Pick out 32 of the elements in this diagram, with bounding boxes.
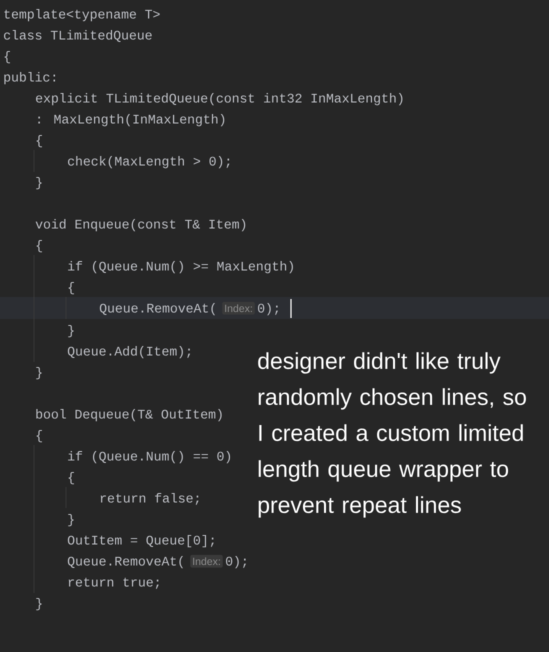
- code-line: }: [36, 598, 42, 610]
- code-line: {: [36, 240, 42, 252]
- code-line: check(MaxLength > 0);: [68, 156, 230, 168]
- code-line: : MaxLength(InMaxLength): [38, 114, 224, 126]
- code-line: bool Dequeue(T& OutItem): [36, 409, 222, 422]
- code-line: }: [36, 367, 42, 380]
- code-line: 0);: [226, 556, 246, 568]
- code-line: template<typename T>: [4, 9, 160, 22]
- code-line: OutItem = Queue[0];: [68, 535, 214, 548]
- code-line: }: [68, 514, 74, 526]
- code-line: {: [36, 135, 42, 148]
- code-line: {: [68, 472, 74, 484]
- code-line: 0);: [258, 303, 278, 316]
- annotation-text: designer didn't like truly randomly chosen lines, so I created a custom limited length queue wrapper to prevent repeat lines: [258, 352, 526, 518]
- code-line: {: [36, 430, 42, 442]
- inlay-hint: Index:: [190, 554, 223, 568]
- inlay-hint: Index:: [222, 302, 255, 315]
- code-line: public:: [4, 72, 56, 84]
- code-line: return false;: [100, 493, 199, 505]
- code-line: {: [68, 282, 74, 294]
- code-line: if (Queue.Num() >= MaxLength): [68, 261, 293, 274]
- code-line: explicit TLimitedQueue(const int32 InMaxLength): [36, 93, 402, 106]
- code-line: void Enqueue(const T& Item): [36, 219, 246, 232]
- code-line: }: [36, 177, 42, 190]
- code-line: Queue.Add(Item);: [68, 346, 190, 358]
- code-line: Queue.RemoveAt(: [100, 303, 215, 316]
- code-line: class TLimitedQueue: [4, 30, 152, 42]
- code-line: }: [68, 325, 74, 338]
- code-line: Queue.RemoveAt(: [68, 556, 183, 568]
- code-line: {: [4, 51, 10, 64]
- code-line: return true;: [68, 578, 159, 589]
- code-line: if (Queue.Num() == 0): [68, 451, 230, 464]
